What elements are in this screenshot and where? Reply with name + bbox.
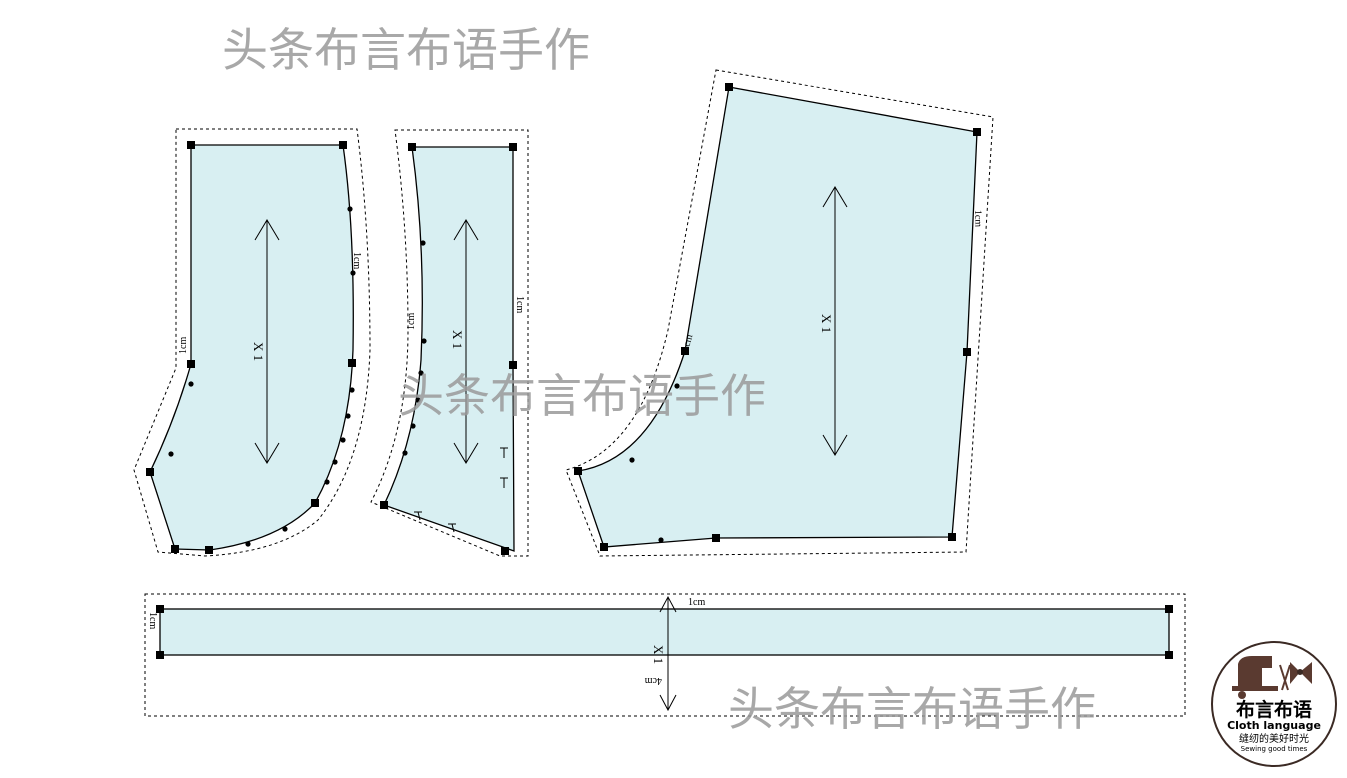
piece-body [149, 144, 354, 551]
sewing-machine-icon [1232, 656, 1278, 699]
logo-tagline-cn: 缝纫的美好时光 [1239, 732, 1309, 745]
grainline-arrow [822, 186, 848, 456]
grainline-arrow [659, 595, 677, 712]
seam-allowance-outline [565, 69, 994, 557]
brand-logo: 布言布语 Cloth language 缝纫的美好时光 Sewing good … [1211, 641, 1337, 767]
seam-allowance-outline [370, 129, 529, 557]
pattern-piece-1: X 1 1cm 1cm [133, 128, 371, 557]
grainline-arrow [453, 219, 479, 464]
piece-body [577, 86, 978, 548]
pattern-piece-2: X 1 1cm 1cm [370, 129, 529, 557]
watermark-bottom: 头条布言布语手作 [728, 682, 1096, 736]
allowance-label: 1cm [351, 252, 362, 269]
logo-title: 布言布语 [1236, 698, 1312, 721]
quantity-label: X 1 [651, 645, 666, 664]
quantity-label: X 1 [251, 342, 266, 361]
allowance-label: 1cm [972, 210, 984, 228]
watermark-middle: 头条布言布语手作 [398, 369, 766, 423]
corner-markers [574, 83, 981, 551]
piece-body [159, 608, 1170, 656]
scissors-icon [1279, 664, 1291, 691]
logo-tagline-en: Sewing good times [1241, 745, 1308, 753]
curve-points [402, 240, 427, 456]
allowance-label: 1cm [688, 597, 705, 608]
hem-label: 4cm [645, 675, 662, 686]
quantity-label: X 1 [450, 330, 465, 349]
corner-markers [146, 141, 356, 554]
corner-markers [156, 605, 1173, 659]
allowance-label: 1cm [406, 313, 417, 330]
allowance-label: 1cm [147, 612, 158, 629]
seam-allowance-outline [133, 128, 371, 557]
corner-markers [380, 143, 517, 555]
seam-allowance-outline [144, 593, 1186, 717]
watermark-top: 头条布言布语手作 [222, 23, 590, 77]
grainline-arrow [254, 219, 280, 464]
curve-points [168, 206, 356, 547]
pattern-piece-waistband: X 1 1cm 1cm 4cm [144, 593, 1186, 717]
curve-points [629, 383, 680, 543]
piece-body [383, 146, 515, 552]
bow-icon [1290, 662, 1312, 684]
logo-english: Cloth language [1227, 719, 1321, 732]
allowance-label: 1cm [514, 296, 525, 313]
hem-ticks [414, 447, 508, 533]
allowance-label: 1cm [178, 337, 189, 354]
pattern-piece-3: X 1 1cm 1cm [565, 69, 994, 557]
quantity-label: X 1 [819, 314, 834, 333]
